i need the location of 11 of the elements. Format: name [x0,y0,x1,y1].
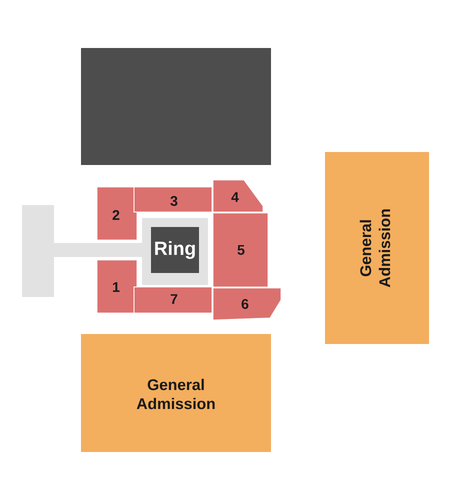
seating-section: 3 [134,186,212,212]
seating-section: 4 [212,180,264,212]
walkway [22,205,143,297]
seating-area: General Admission [81,334,271,452]
ring-block: Ring [151,227,199,273]
seating-section: 7 [134,286,212,314]
seating-area: General Admission [325,152,429,344]
stage-block [81,48,271,165]
seating-section: 6 [212,288,282,320]
seating-section: 2 [96,186,138,240]
seating-section: 1 [96,260,138,314]
